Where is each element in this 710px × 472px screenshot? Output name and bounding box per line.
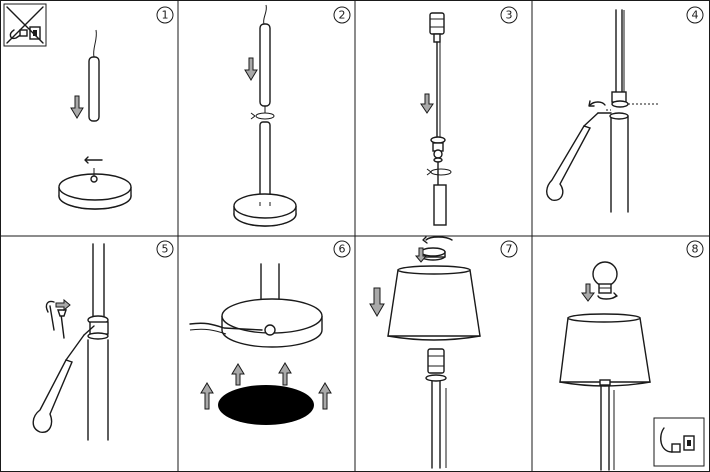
lamp-rod-lower [609,112,629,213]
step-badge-7: 7 [500,240,518,258]
svg-text:8: 8 [692,243,699,256]
lamp-rod-upper [611,9,629,108]
down-arrow [581,283,595,302]
panel-3 [420,12,452,226]
coupling-joint [430,136,446,163]
panel-1 [3,3,132,210]
lamp-rod-lower [260,263,280,303]
shade-ring [420,247,446,261]
power-plug-in-icon [653,417,705,467]
lamp-shade [387,265,481,341]
step-badge-8: 8 [686,240,704,258]
right-arrow [55,298,71,312]
svg-text:4: 4 [692,9,699,22]
lamp-shade [559,313,651,387]
down-arrow [369,287,385,317]
felt-pad [218,385,314,425]
lamp-rod-lower [87,339,109,441]
lamp-rod-lower [433,161,447,226]
step-badge-2: 2 [333,6,351,24]
panel-6 [189,263,332,425]
step-badge-6: 6 [333,240,351,258]
lamp-rod-upper [87,243,109,340]
rotate-arrow [597,292,618,300]
panel-7 [369,236,481,469]
light-bulb [592,261,618,294]
panel-5 [32,243,109,441]
lamp-rod-lower [259,121,271,203]
down-arrow [70,95,84,119]
down-arrow [414,247,428,263]
lamp-socket [429,12,445,35]
svg-text:1: 1 [162,9,169,22]
lamp-rod-lower [431,380,447,469]
lamp-rod-lower [599,379,615,471]
panel-2 [233,4,297,227]
svg-text:6: 6 [339,243,346,256]
svg-text:2: 2 [339,9,346,22]
rotate-arrow [422,236,453,244]
rotate-arrow [250,112,275,120]
svg-text:5: 5 [162,243,169,256]
lamp-rod-upper [259,4,271,113]
lamp-base-disc [233,193,297,227]
step-badge-3: 3 [500,6,518,24]
down-arrow [244,57,258,81]
lamp-rod-upper [433,33,441,139]
rotate-arrow [84,156,103,164]
step-badge-1: 1 [156,6,174,24]
lamp-base-disc [221,298,323,348]
hex-key-tool [32,325,95,433]
panel-4 [546,9,660,213]
svg-text:7: 7 [506,243,513,256]
power-cable [189,322,263,335]
up-arrow [278,362,292,386]
up-arrow [231,363,245,386]
rotate-arrow [588,100,611,111]
hex-key-tool [546,112,612,201]
up-arrow [200,382,214,410]
step-badge-4: 4 [686,6,704,24]
rotate-arrow [426,168,452,176]
lamp-socket [425,348,447,382]
power-unplugged-warning-icon [3,3,47,47]
step-badge-5: 5 [156,240,174,258]
lamp-rod-upper [88,29,100,122]
lamp-base-disc [58,168,132,210]
down-arrow [420,93,434,114]
screw-icon [45,300,67,339]
svg-text:3: 3 [506,9,513,22]
panel-8 [559,261,705,471]
up-arrow [318,382,332,410]
